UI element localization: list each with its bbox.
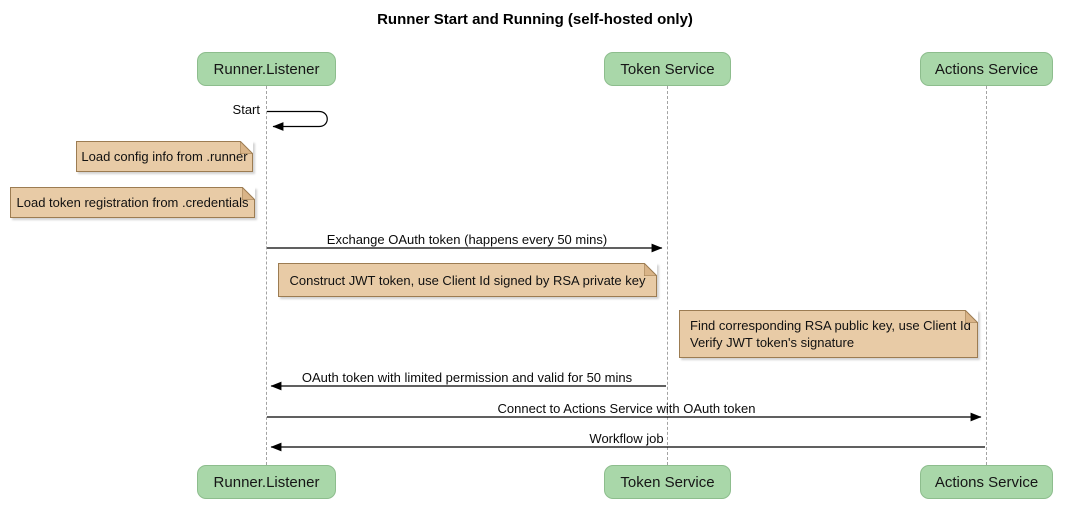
participant-token-service-bottom: Token Service [604, 465, 731, 499]
message-label-connect-actions: Connect to Actions Service with OAuth to… [497, 401, 756, 416]
note-fold-icon [965, 310, 978, 323]
note-fold-icon [240, 141, 253, 154]
note-load-token-registration: Load token registration from .credential… [10, 187, 255, 218]
note-verify-jwt: Find corresponding RSA public key, use C… [679, 310, 978, 358]
lifeline-actions-service [986, 86, 987, 465]
participant-runner-listener-bottom: Runner.Listener [197, 465, 336, 499]
participant-actions-service-bottom: Actions Service [920, 465, 1053, 499]
note-verify-jwt-line1: Find corresponding RSA public key, use C… [690, 318, 971, 333]
lifeline-token-service [667, 86, 668, 465]
participant-label: Runner.Listener [213, 60, 320, 78]
note-load-token-registration-text: Load token registration from .credential… [16, 195, 249, 210]
participant-runner-listener-top: Runner.Listener [197, 52, 336, 86]
participant-label: Token Service [620, 60, 715, 78]
participant-label: Actions Service [934, 473, 1039, 491]
note-construct-jwt-text: Construct JWT token, use Client Id signe… [289, 272, 646, 288]
note-construct-jwt: Construct JWT token, use Client Id signe… [278, 263, 657, 297]
participant-actions-service-top: Actions Service [920, 52, 1053, 86]
lifeline-runner-listener [266, 86, 267, 465]
message-label-exchange-oauth: Exchange OAuth token (happens every 50 m… [326, 232, 608, 247]
note-fold-icon [644, 263, 657, 276]
participant-label: Runner.Listener [213, 473, 320, 491]
note-verify-jwt-line2: Verify JWT token's signature [690, 335, 855, 350]
note-load-config: Load config info from .runner [76, 141, 253, 172]
message-label-workflow-job: Workflow job [589, 431, 664, 446]
participant-token-service-top: Token Service [604, 52, 731, 86]
participant-label: Token Service [620, 473, 715, 491]
participant-label: Actions Service [934, 60, 1039, 78]
message-label-start: Start [232, 102, 260, 117]
note-fold-icon [242, 187, 255, 200]
diagram-title: Runner Start and Running (self-hosted on… [377, 11, 693, 28]
message-label-oauth-token-returned: OAuth token with limited permission and … [301, 370, 633, 385]
arrow-start-self [267, 110, 328, 131]
note-load-config-text: Load config info from .runner [81, 149, 248, 164]
